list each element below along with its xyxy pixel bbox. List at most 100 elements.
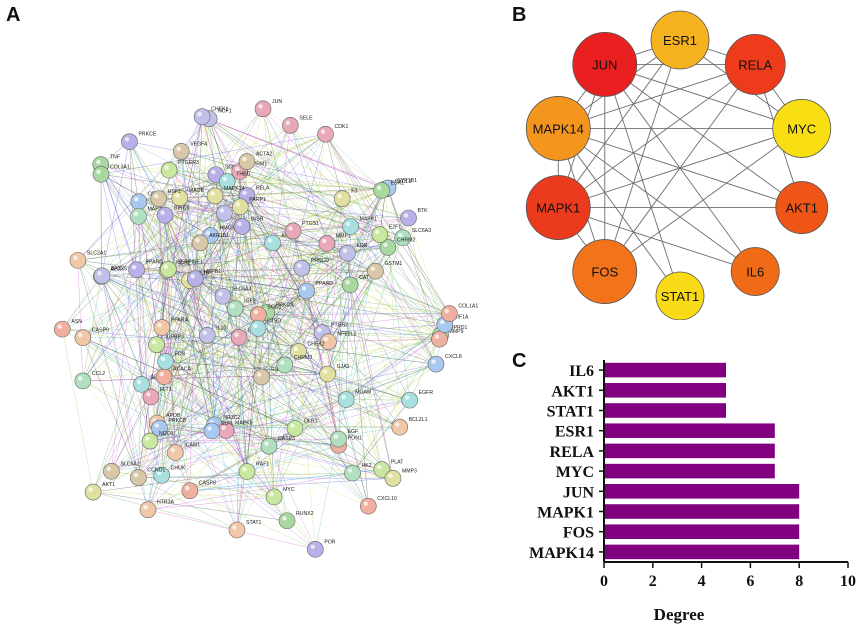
network-edge xyxy=(82,230,294,382)
node-label: RUNX2 xyxy=(296,511,314,517)
node-label: E2F1 xyxy=(389,225,402,231)
node-label: SLC2A1 xyxy=(87,250,106,256)
network-edge xyxy=(179,197,294,232)
node-label: CASP3 xyxy=(278,436,295,442)
network-edge xyxy=(236,373,328,531)
network-edge xyxy=(189,445,270,491)
network-node: AKR1B1 xyxy=(191,233,229,252)
network-edge xyxy=(165,351,299,362)
network-edge xyxy=(161,280,190,328)
network-edge xyxy=(234,308,394,479)
node-circle xyxy=(150,190,168,208)
network-edge xyxy=(257,234,380,329)
node-circle xyxy=(141,432,159,450)
node-circle xyxy=(69,252,87,269)
node-label: OPRM1 xyxy=(249,162,268,168)
node-label: PRKCB xyxy=(168,418,186,424)
network-edge xyxy=(175,452,238,531)
node-label: MGAM xyxy=(355,390,371,396)
network-edge xyxy=(236,195,248,531)
network-edge xyxy=(159,427,339,446)
network-edge xyxy=(202,116,389,189)
network-node: CASP9 xyxy=(74,328,109,346)
network-edge xyxy=(138,125,291,202)
network-edge xyxy=(215,174,351,285)
node-circle xyxy=(74,329,92,346)
network-edge xyxy=(179,108,264,199)
network-edge xyxy=(293,226,351,232)
network-edge xyxy=(101,275,329,342)
network-edge xyxy=(147,496,275,510)
network-edge xyxy=(225,334,441,431)
network-edge xyxy=(214,424,400,428)
network-node: THBD xyxy=(218,172,251,190)
network-edge xyxy=(207,335,410,401)
network-edge xyxy=(77,260,84,381)
network-edge xyxy=(266,270,376,313)
network-edge xyxy=(189,280,275,497)
node-circle xyxy=(206,187,224,205)
network-edge xyxy=(261,376,270,447)
network-edge xyxy=(238,337,383,470)
network-edge xyxy=(101,141,130,277)
network-edge xyxy=(136,269,270,447)
hub-node-myc: MYC xyxy=(772,99,832,158)
x-tick-label: 4 xyxy=(698,573,706,590)
network-edge xyxy=(246,195,351,285)
network-node: JUN xyxy=(254,99,282,118)
node-circle xyxy=(293,259,311,277)
network-edge xyxy=(261,376,353,474)
network-edge xyxy=(195,270,376,280)
network-node: MMP9 xyxy=(431,329,464,348)
network-edge xyxy=(100,164,224,297)
network-edge xyxy=(215,174,323,333)
network-edge xyxy=(199,242,441,336)
network-edge xyxy=(149,290,307,442)
node-circle xyxy=(264,234,281,252)
network-edge xyxy=(101,275,190,281)
network-edge xyxy=(246,445,339,472)
node-circle xyxy=(373,182,390,199)
network-edge xyxy=(161,252,348,328)
network-edge xyxy=(350,226,400,428)
network-edge xyxy=(258,314,339,440)
network-node: ESR1 xyxy=(373,180,404,199)
node-circle xyxy=(337,391,355,408)
network-edge xyxy=(141,384,151,442)
node-circle xyxy=(121,133,138,150)
network-edge xyxy=(352,324,446,474)
network-node: ASN xyxy=(54,319,82,338)
network-edge xyxy=(164,215,329,342)
node-circle xyxy=(319,365,336,383)
network-edge xyxy=(77,260,149,510)
node-label: OLR1 xyxy=(304,418,318,424)
node-label: PTGS1 xyxy=(302,221,319,227)
network-edge xyxy=(129,141,240,338)
network-node: SLPI xyxy=(203,421,232,440)
network-edge xyxy=(338,363,437,440)
hub-edge xyxy=(557,39,681,208)
hub-edge xyxy=(604,64,802,129)
network-edge xyxy=(349,234,381,285)
network-node: PTGER3 xyxy=(160,160,199,179)
network-edge xyxy=(129,141,159,199)
node-label: CASP9 xyxy=(92,328,109,334)
x-tick-label: 6 xyxy=(746,573,754,590)
hub-node-circle xyxy=(572,32,638,97)
network-edge xyxy=(208,118,286,366)
node-circle xyxy=(254,100,272,118)
network-edge xyxy=(402,237,450,314)
x-tick-label: 0 xyxy=(600,573,608,590)
network-edge xyxy=(181,151,294,232)
network-edge xyxy=(82,380,158,424)
x-tick-label: 10 xyxy=(840,573,856,590)
network-edge xyxy=(165,161,248,362)
network-edge xyxy=(258,313,450,315)
network-edge xyxy=(236,312,268,531)
node-circle xyxy=(198,327,216,344)
network-edge xyxy=(77,118,210,261)
network-edge xyxy=(101,181,228,277)
network-edge xyxy=(326,243,383,470)
